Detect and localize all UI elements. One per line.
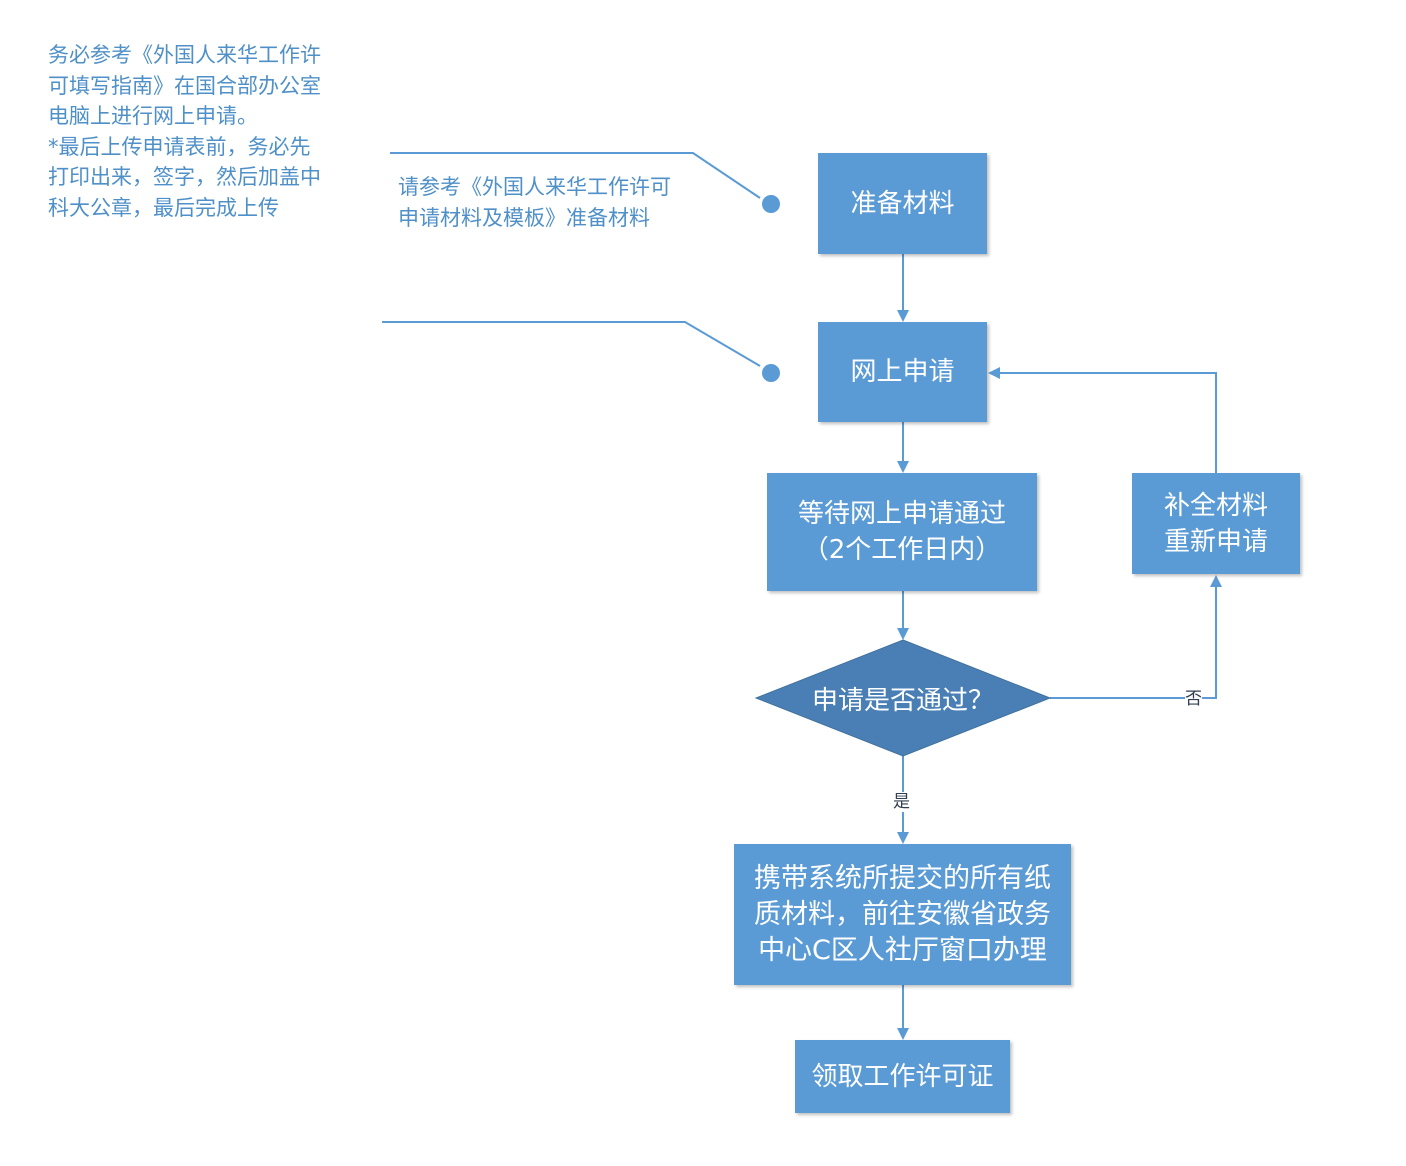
- edge-resubmit-online: [988, 367, 1217, 473]
- edge-decision-no: [1050, 575, 1222, 699]
- step-prepare-materials[interactable]: 准备材料: [818, 153, 987, 254]
- callout-dot-materials: [762, 195, 780, 213]
- edge-label-yes: 是: [893, 792, 910, 812]
- step-resubmit[interactable]: 补全材料 重新申请: [1132, 473, 1300, 574]
- step-wait-approval[interactable]: 等待网上申请通过 （2个工作日内）: [767, 473, 1037, 591]
- step-collect-permit[interactable]: 领取工作许可证: [795, 1040, 1010, 1113]
- materials-note: 请参考《外国人来华工作许可 申请材料及模板》准备材料: [398, 175, 671, 230]
- step-online-application[interactable]: 网上申请: [818, 322, 987, 422]
- decision-diamond[interactable]: [754, 639, 1052, 757]
- callout-dot-online: [762, 364, 780, 382]
- callout-online: [382, 321, 780, 382]
- guide-note: 务必参考《外国人来华工作许 可填写指南》在国合部办公室 电脑上进行网上申请。 *…: [48, 43, 321, 220]
- callout-materials: [390, 152, 780, 213]
- edge-label-no: 否: [1185, 689, 1202, 709]
- step-submit-paper-materials[interactable]: 携带系统所提交的所有纸 质材料，前往安徽省政务 中心C区人社厅窗口办理: [734, 844, 1071, 985]
